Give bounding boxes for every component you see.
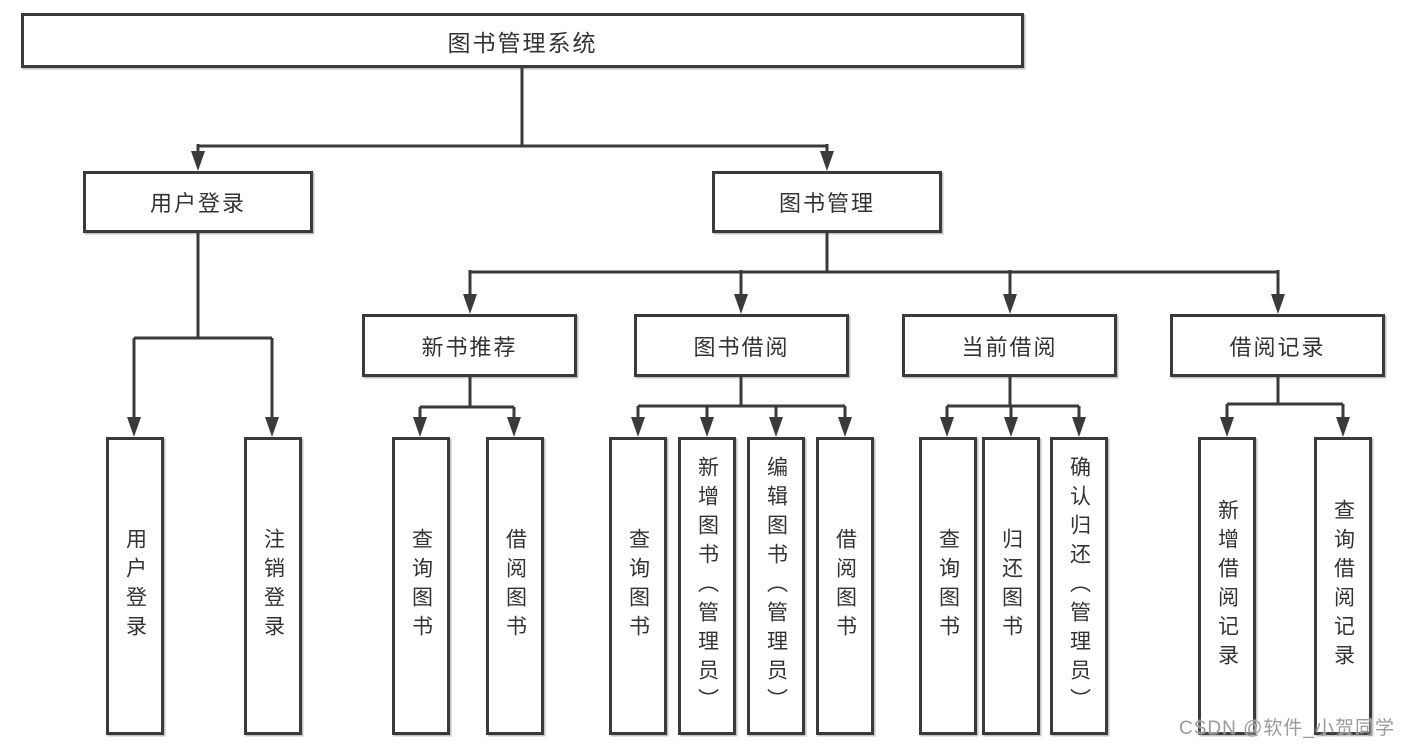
node-user-login-group: 用户登录 bbox=[83, 171, 313, 233]
arrow-down-icon bbox=[463, 294, 477, 314]
node-user-login-group-label: 用户登录 bbox=[149, 191, 246, 216]
leaf-cb-return-books-label: 归还图书 bbox=[999, 528, 1023, 644]
arrow-down-icon bbox=[1336, 417, 1350, 437]
arrow-down-icon bbox=[507, 417, 521, 437]
leaf-bb-borrow-books-label: 借阅图书 bbox=[833, 528, 857, 644]
connector-new-book-rec-to-children bbox=[418, 377, 516, 421]
leaf-user-login: 用户登录 bbox=[106, 437, 164, 735]
arrow-down-icon bbox=[1072, 417, 1086, 437]
arrowheads bbox=[127, 151, 1350, 437]
node-root: 图书管理系统 bbox=[21, 13, 1024, 68]
node-book-management-label: 图书管理 bbox=[778, 191, 875, 216]
arrow-down-icon bbox=[1004, 417, 1018, 437]
arrow-down-icon bbox=[413, 417, 427, 437]
arrow-down-icon bbox=[1271, 294, 1285, 314]
leaf-cb-query-books: 查询图书 bbox=[919, 437, 977, 735]
leaf-bb-add-books-admin-label: 新增图书（管理员） bbox=[695, 455, 719, 717]
connector-root-to-level2 bbox=[196, 68, 829, 156]
leaf-bb-edit-books-admin-label: 编辑图书（管理员） bbox=[764, 455, 788, 717]
leaf-br-query-record: 查询借阅记录 bbox=[1314, 437, 1372, 735]
leaf-bb-add-books-admin: 新增图书（管理员） bbox=[678, 437, 736, 735]
leaf-cb-query-books-label: 查询图书 bbox=[936, 528, 960, 644]
connector-book-mgmt-to-level3 bbox=[468, 233, 1280, 298]
arrow-down-icon bbox=[940, 417, 954, 437]
node-book-borrow-label: 图书借阅 bbox=[693, 334, 790, 360]
node-book-borrow: 图书借阅 bbox=[634, 314, 849, 377]
node-current-borrow-label: 当前借阅 bbox=[961, 334, 1058, 360]
arrow-down-icon bbox=[734, 294, 748, 314]
arrow-down-icon bbox=[838, 417, 852, 437]
arrow-down-icon bbox=[820, 151, 834, 171]
leaf-nbr-borrow-books: 借阅图书 bbox=[486, 437, 544, 735]
arrow-down-icon bbox=[700, 417, 714, 437]
leaf-cb-return-books: 归还图书 bbox=[982, 437, 1040, 735]
leaf-nbr-query-books-label: 查询图书 bbox=[409, 528, 433, 644]
leaf-bb-edit-books-admin: 编辑图书（管理员） bbox=[747, 437, 805, 735]
node-current-borrow: 当前借阅 bbox=[902, 314, 1117, 377]
csdn-watermark: CSDN @软件_小贺同学 bbox=[1179, 718, 1395, 739]
leaf-logout-label: 注销登录 bbox=[261, 528, 285, 644]
leaf-br-add-record-label: 新增借阅记录 bbox=[1215, 499, 1239, 673]
leaf-bb-borrow-books: 借阅图书 bbox=[816, 437, 874, 735]
connector-borrow-records-to-children bbox=[1225, 377, 1345, 421]
leaf-user-login-label: 用户登录 bbox=[123, 528, 147, 644]
arrow-down-icon bbox=[769, 417, 783, 437]
leaf-bb-query-books-label: 查询图书 bbox=[626, 528, 650, 644]
leaf-logout: 注销登录 bbox=[244, 437, 302, 735]
connector-user-login-to-children bbox=[132, 233, 274, 421]
arrow-down-icon bbox=[1220, 417, 1234, 437]
leaf-bb-query-books: 查询图书 bbox=[609, 437, 667, 735]
arrow-down-icon bbox=[631, 417, 645, 437]
node-new-book-recommend-label: 新书推荐 bbox=[421, 334, 518, 360]
arrow-down-icon bbox=[191, 151, 205, 171]
connector-current-borrow-to-children bbox=[945, 377, 1081, 421]
arrow-down-icon bbox=[127, 417, 141, 437]
node-root-label: 图书管理系统 bbox=[447, 29, 598, 56]
connector-book-borrow-to-children bbox=[636, 377, 847, 421]
node-borrow-records-label: 借阅记录 bbox=[1229, 334, 1326, 360]
leaf-cb-confirm-return-admin: 确认归还（管理员） bbox=[1050, 437, 1108, 735]
arrow-down-icon bbox=[1003, 294, 1017, 314]
leaf-nbr-query-books: 查询图书 bbox=[392, 437, 450, 735]
leaf-br-add-record: 新增借阅记录 bbox=[1198, 437, 1256, 735]
node-book-management: 图书管理 bbox=[712, 171, 942, 233]
leaf-nbr-borrow-books-label: 借阅图书 bbox=[503, 528, 527, 644]
node-new-book-recommend: 新书推荐 bbox=[362, 314, 577, 377]
arrow-down-icon bbox=[265, 417, 279, 437]
node-borrow-records: 借阅记录 bbox=[1170, 314, 1385, 377]
leaf-cb-confirm-return-admin-label: 确认归还（管理员） bbox=[1067, 455, 1091, 717]
leaf-br-query-record-label: 查询借阅记录 bbox=[1331, 499, 1355, 673]
